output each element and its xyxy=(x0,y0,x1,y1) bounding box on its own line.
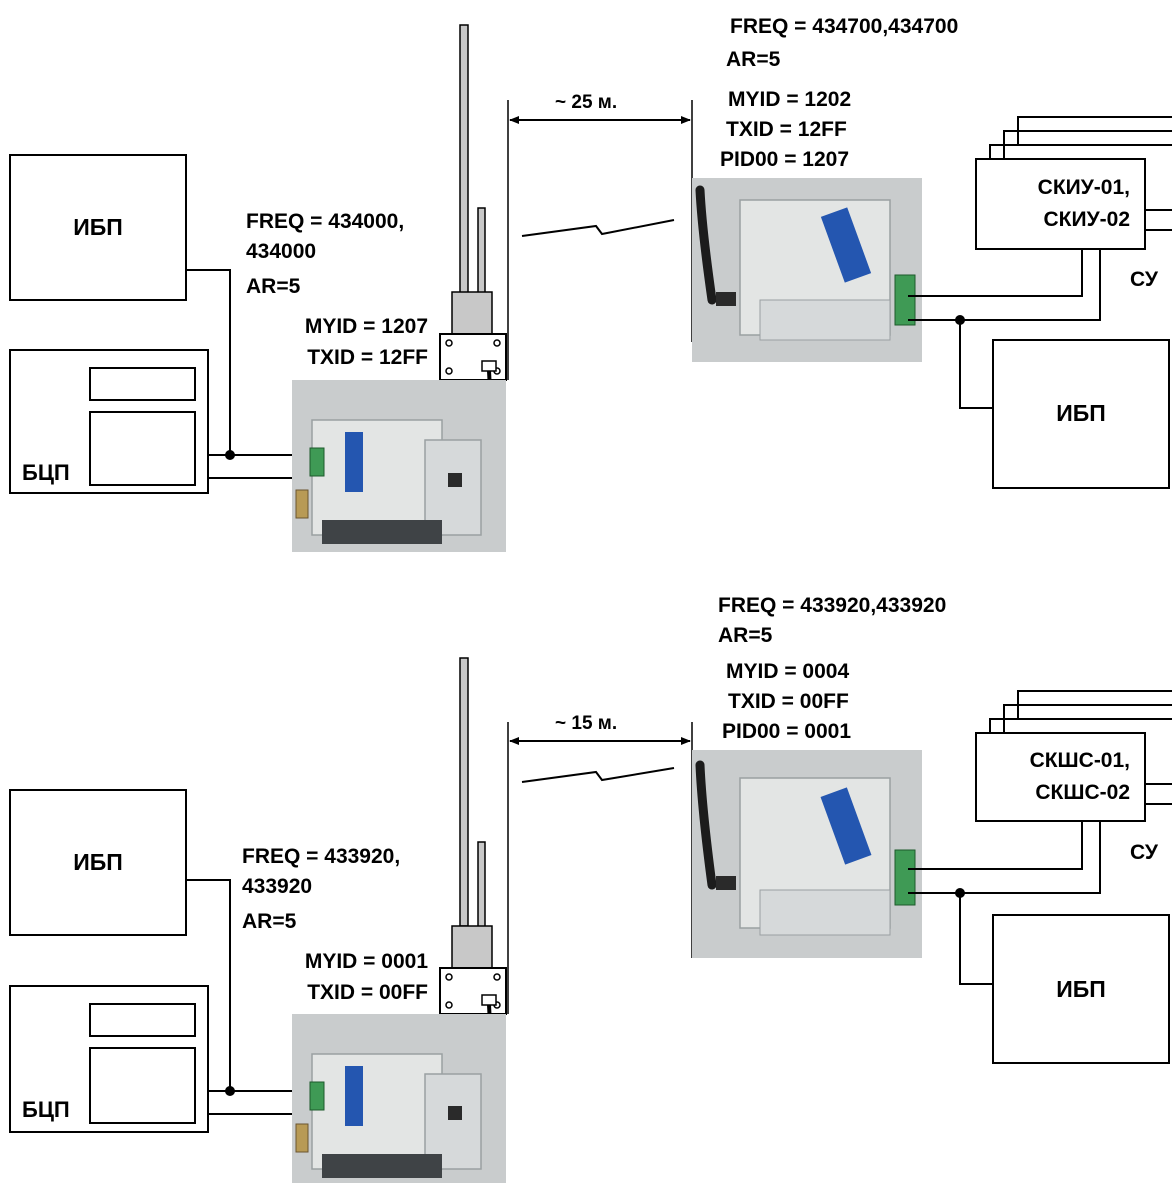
bottom-left-param-2: AR=5 xyxy=(242,910,297,933)
bottom-right-param-0: FREQ = 433920,433920 xyxy=(718,594,946,617)
top-left-antenna xyxy=(439,24,507,480)
top-control-panel-label: БЦП xyxy=(22,460,70,485)
bottom-panel-keypad xyxy=(89,1047,196,1124)
radio-link-symbol xyxy=(521,767,675,783)
bottom-right-param-1: AR=5 xyxy=(718,624,773,647)
top-left-ups-label: ИБП xyxy=(73,214,123,240)
radio-modem-photo xyxy=(292,1014,506,1183)
bottom-left-param-0: FREQ = 433920, xyxy=(242,845,400,868)
bottom-right-wiring xyxy=(908,821,1101,985)
radio-modem-photo xyxy=(292,380,506,552)
top-panel-display xyxy=(89,367,196,401)
stub-antenna xyxy=(477,841,486,928)
top-left-param-3: MYID = 1207 xyxy=(305,315,428,338)
bottom-right-param-2: MYID = 0004 xyxy=(726,660,849,683)
top-right-param-3: TXID = 12FF xyxy=(726,118,847,141)
bottom-distance-label: ~ 15 м. xyxy=(555,713,617,734)
bottom-left-param-3: MYID = 0001 xyxy=(305,950,428,973)
top-distance-label: ~ 25 м. xyxy=(555,92,617,113)
top-right-param-4: PID00 = 1207 xyxy=(720,148,849,171)
top-left-param-0: FREQ = 434000, xyxy=(246,210,404,233)
top-right-ups-label: ИБП xyxy=(1056,400,1106,426)
bottom-panel-display xyxy=(89,1003,196,1037)
top-left-param-1: 434000 xyxy=(246,240,316,263)
top-device-box xyxy=(975,158,1146,250)
bottom-left-ups-box xyxy=(9,789,187,936)
bottom-left-param-4: TXID = 00FF xyxy=(307,981,428,1004)
top-right-param-1: AR=5 xyxy=(726,48,781,71)
top-left-param-4: TXID = 12FF xyxy=(307,346,428,369)
whip-antenna xyxy=(459,657,469,927)
top-right-param-2: MYID = 1202 xyxy=(728,88,851,111)
bottom-right-ups-label: ИБП xyxy=(1056,976,1106,1002)
whip-antenna xyxy=(695,185,717,305)
whip-antenna xyxy=(459,24,469,294)
bottom-left-ups-label: ИБП xyxy=(73,849,123,875)
bottom-right-param-4: PID00 = 0001 xyxy=(722,720,851,743)
radio-link-symbol xyxy=(521,219,675,237)
top-bus-label: СУ xyxy=(1130,268,1159,291)
bottom-control-panel-label: БЦП xyxy=(22,1097,70,1122)
top-right-ups-box xyxy=(992,339,1170,489)
bottom-bus-label: СУ xyxy=(1130,841,1159,864)
top-left-junction xyxy=(225,450,235,460)
top-device-stack: СКИУ-01, СКИУ-02 xyxy=(975,116,1172,250)
bottom-device-label-0: СКШС-01, xyxy=(1030,749,1130,772)
top-scheme: ИБП БЦП FREQ = 434000, 434000 AR=5 MYID … xyxy=(9,15,1172,552)
bottom-scheme: ИБП БЦП FREQ = 433920, 433920 AR=5 MYID … xyxy=(9,594,1172,1183)
top-device-label-1: СКИУ-02 xyxy=(1044,208,1131,231)
top-left-ups-box xyxy=(9,154,187,301)
top-right-wiring xyxy=(908,249,1101,409)
top-panel-keypad xyxy=(89,411,196,486)
top-left-param-2: AR=5 xyxy=(246,275,301,298)
bottom-right-ups-box xyxy=(992,914,1170,1064)
radio-modem-photo xyxy=(692,750,922,958)
radio-modem-photo xyxy=(692,178,922,362)
bottom-device-stack: СКШС-01, СКШС-02 xyxy=(975,690,1172,822)
bottom-right-junction xyxy=(955,888,965,898)
top-device-label-0: СКИУ-01, xyxy=(1038,176,1130,199)
whip-antenna xyxy=(695,760,717,890)
top-right-param-0: FREQ = 434700,434700 xyxy=(730,15,958,38)
antenna-base xyxy=(451,925,493,969)
antenna-base xyxy=(451,291,493,335)
bottom-left-junction xyxy=(225,1086,235,1096)
bottom-left-param-1: 433920 xyxy=(242,875,312,898)
bottom-device-box xyxy=(975,732,1146,822)
stub-antenna xyxy=(477,207,486,294)
bottom-right-param-3: TXID = 00FF xyxy=(728,690,849,713)
top-right-junction xyxy=(955,315,965,325)
bottom-device-label-1: СКШС-02 xyxy=(1035,781,1130,804)
